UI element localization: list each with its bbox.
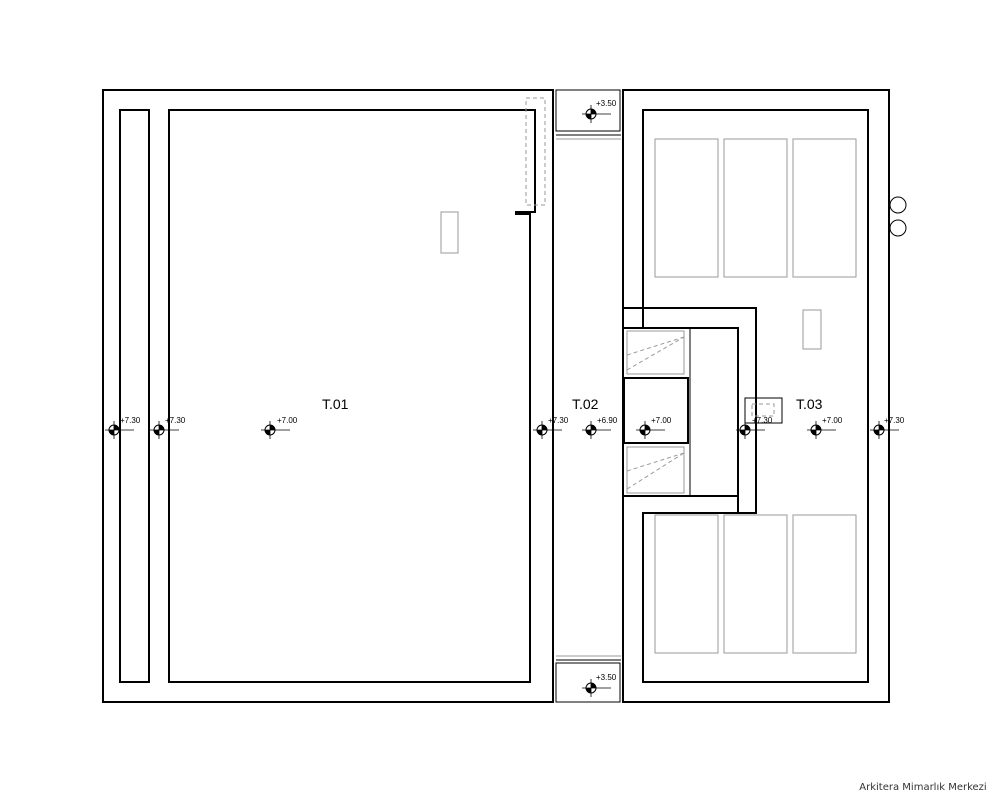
level-marker-icon [807, 421, 836, 439]
solar-panel [654, 138, 719, 278]
gutter-strip [119, 109, 150, 683]
stair-diagonal [626, 336, 685, 371]
skylight-outline [525, 97, 546, 206]
roof-hatch [802, 309, 822, 350]
level-text: +7.00 [651, 416, 672, 425]
block-t03 [622, 89, 907, 703]
level-marker-icon [261, 421, 290, 439]
stair-landing-top [555, 89, 621, 132]
level-text: +7.30 [548, 416, 569, 425]
level-text: +3.50 [596, 673, 617, 682]
solar-panel [723, 138, 788, 278]
solar-panel [723, 514, 788, 654]
solar-panel [792, 514, 857, 654]
stair-diagonal [626, 452, 685, 490]
watermark: Arkitera Mimarlık Merkezi [846, 778, 1000, 798]
roof-hatch [440, 211, 459, 254]
level-marker-icon [736, 421, 765, 439]
level-marker-icon [582, 105, 611, 123]
block-t01 [102, 89, 554, 703]
stair-landing-bottom [555, 662, 621, 703]
elevator-shaft [623, 377, 689, 444]
level-text: +7.30 [120, 416, 141, 425]
level-text: +3.50 [596, 99, 617, 108]
solar-panel [792, 138, 857, 278]
level-text: +7.00 [277, 416, 298, 425]
level-text: +7.30 [752, 416, 773, 425]
core-volume [622, 327, 739, 497]
level-marker-icon [582, 421, 611, 439]
level-marker-icon [870, 421, 899, 439]
level-marker-icon [533, 421, 562, 439]
block-t02 [555, 89, 621, 703]
level-text: +7.30 [884, 416, 905, 425]
block-t01-outer-wall [102, 89, 554, 703]
level-text: +6.90 [597, 416, 618, 425]
downpipe [889, 219, 907, 237]
level-marker-icon [105, 421, 134, 439]
room-label-t01: T.01 [322, 396, 349, 412]
level-markers [105, 105, 899, 697]
level-marker-icon [150, 421, 179, 439]
room-label-t03: T.03 [796, 396, 823, 412]
downpipe [889, 196, 907, 214]
solar-panel [654, 514, 719, 654]
level-marker-icon [582, 679, 611, 697]
level-marker-icon [636, 421, 665, 439]
roof-surface-t01 [168, 109, 536, 683]
level-text: +7.30 [165, 416, 186, 425]
stair-flight-bottom [626, 446, 685, 494]
vent-box-inner [751, 403, 775, 417]
parapet-step [623, 307, 757, 514]
stair-flight-top [626, 330, 685, 375]
vent-box [744, 397, 783, 424]
level-text: +7.00 [822, 416, 843, 425]
room-label-t02: T.02 [572, 396, 599, 412]
